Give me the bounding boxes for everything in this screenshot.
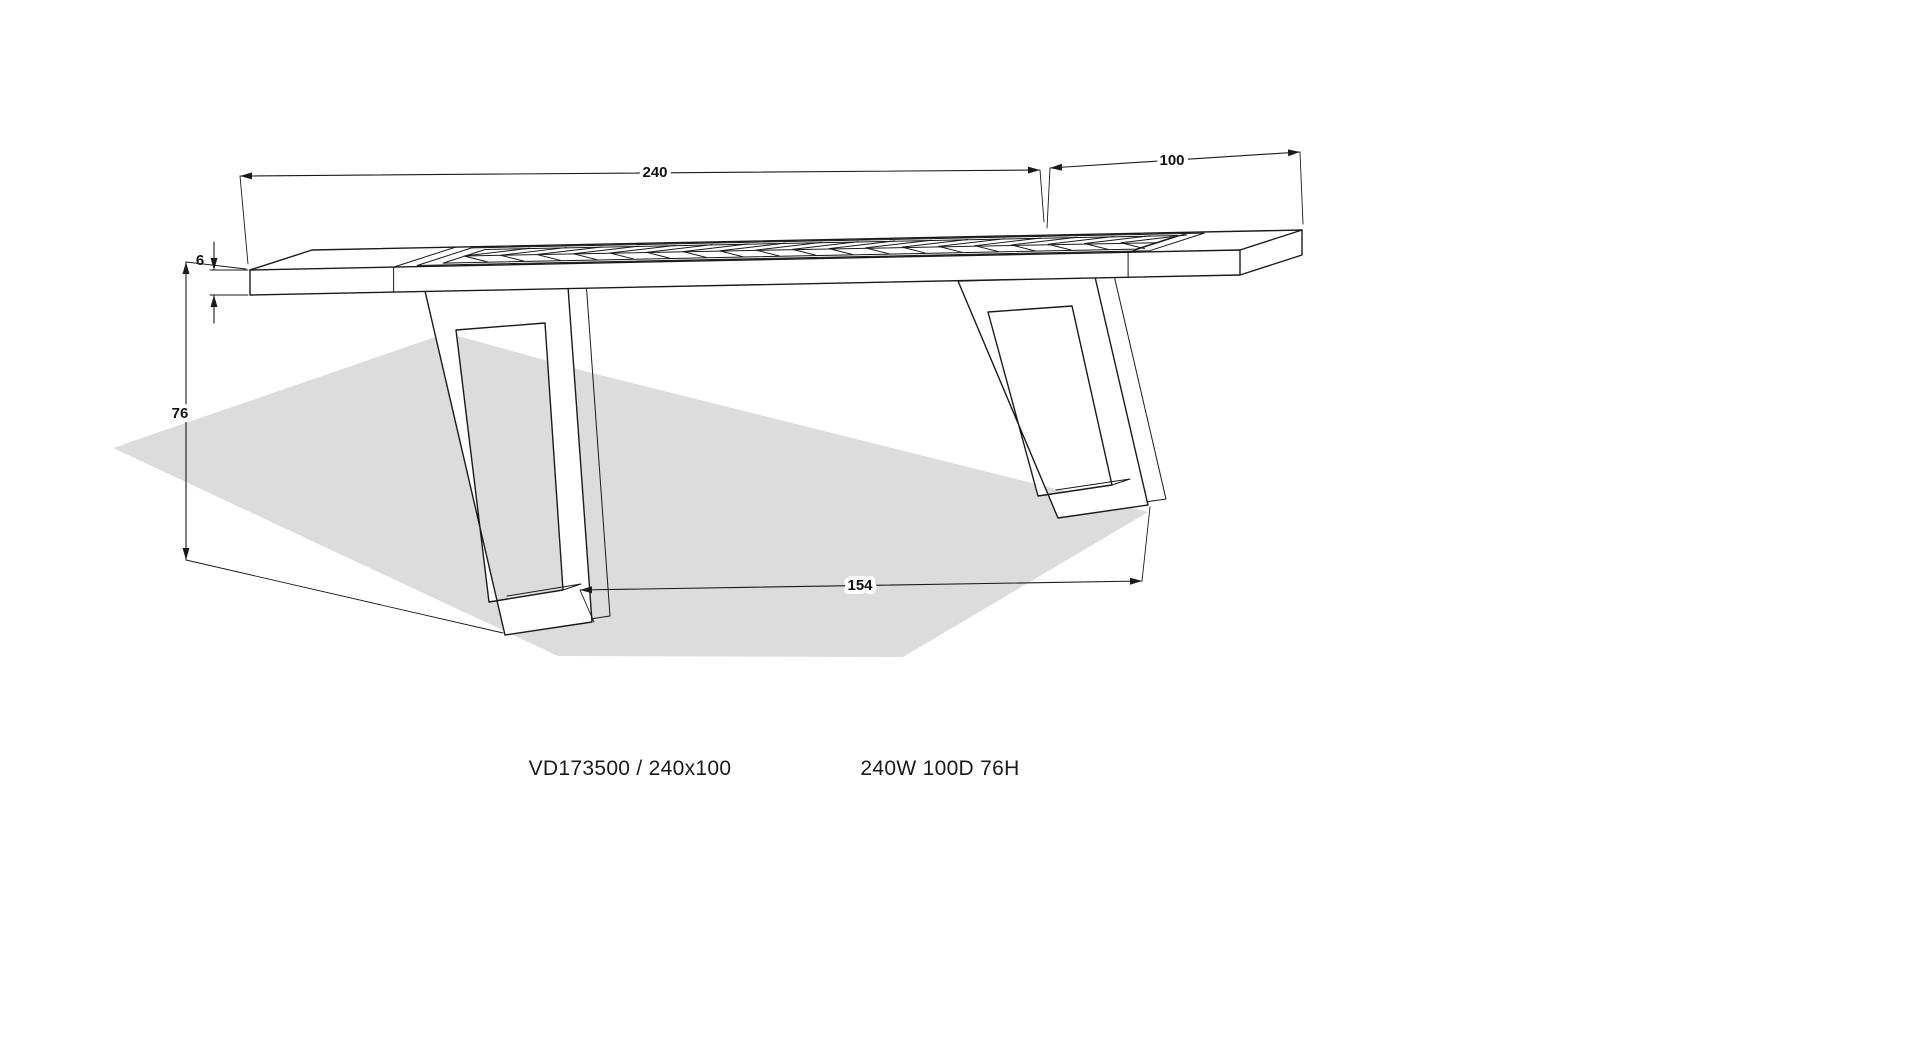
herringbone-pattern	[463, 234, 1188, 263]
dim-thickness: 6	[192, 241, 249, 324]
table-top	[249, 229, 1303, 296]
dim-label-length: 240	[642, 164, 667, 181]
dim-label-thickness: 6	[196, 252, 204, 269]
caption-model-number: VD173500 / 240x100	[529, 757, 732, 780]
dim-length: 240	[239, 160, 1045, 265]
dim-label-leg-span: 154	[847, 577, 873, 594]
dim-leg-span: 154	[579, 506, 1151, 623]
dim-depth: 100	[1046, 148, 1304, 229]
cast-shadow	[113, 333, 1148, 657]
dim-height: 76	[168, 261, 504, 634]
inlay-frame	[416, 232, 1205, 266]
caption-size-summary: 240W 100D 76H	[860, 757, 1019, 780]
dim-label-depth: 100	[1159, 152, 1184, 169]
dim-label-height: 76	[172, 405, 189, 422]
